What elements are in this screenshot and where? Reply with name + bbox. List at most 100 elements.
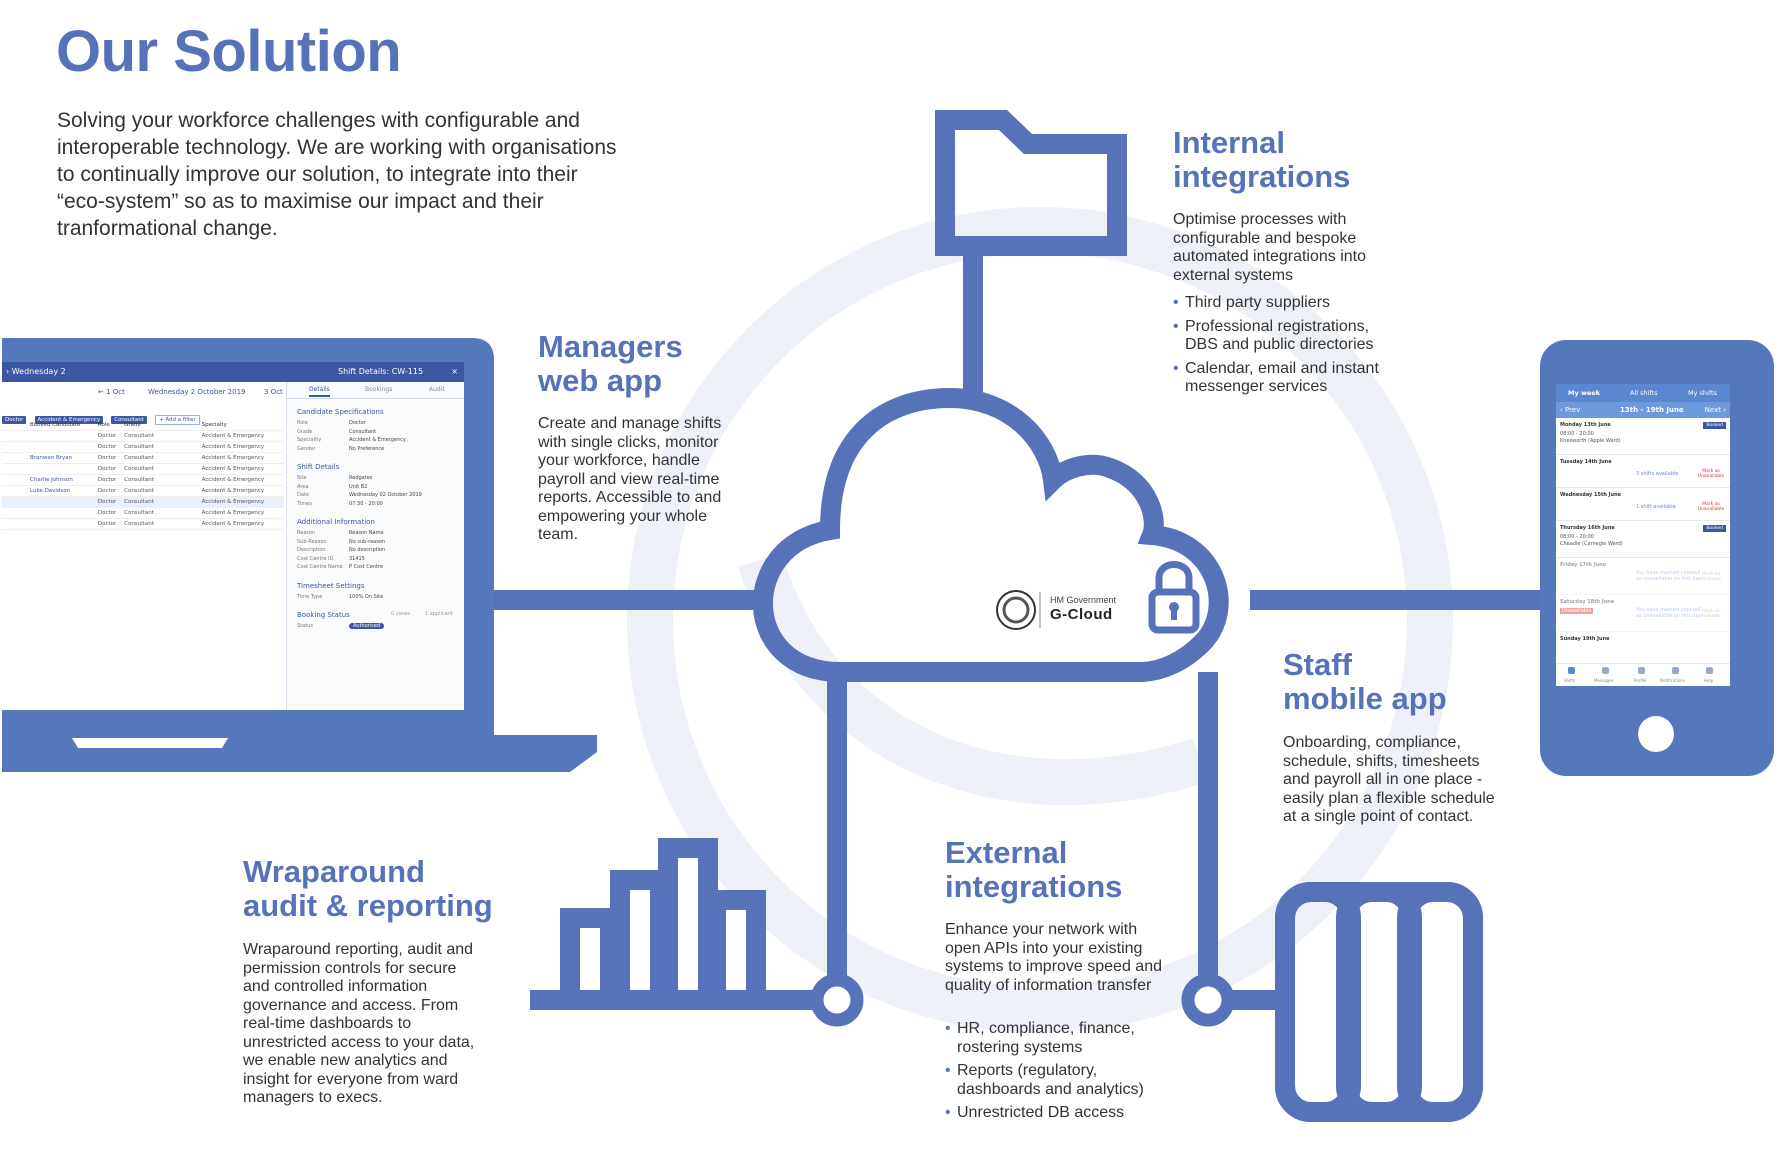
watermark-logo (627, 207, 1453, 1033)
status-badge: Authorised (349, 623, 385, 629)
timesheet-heading: Timesheet Settings (297, 581, 365, 590)
nav-profile[interactable]: Profile (1634, 678, 1647, 683)
internal-bullets: Third party suppliers Professional regis… (1173, 294, 1403, 402)
padlock-icon (1148, 561, 1200, 634)
tab-bookings[interactable]: Bookings (365, 386, 393, 393)
prev-week-link[interactable]: ‹ Prev (1560, 406, 1581, 414)
panel-tabs: Details Bookings Audit (287, 382, 464, 399)
crest-icon (996, 590, 1041, 630)
cloud-icon (753, 387, 1229, 682)
phone-screen: My week All shifts My shifts ‹ Prev 13th… (1556, 384, 1730, 686)
list-item: Professional registrations, DBS and publ… (1173, 318, 1403, 355)
tab-all-shifts[interactable]: All shifts (1630, 389, 1658, 397)
list-item: HR, compliance, finance, rostering syste… (945, 1020, 1175, 1057)
current-date: Wednesday 2 October 2019 (148, 388, 246, 396)
staff-title: Staff mobile app (1283, 647, 1447, 716)
date-nav: ← 1 Oct Wednesday 2 October 2019 3 Oct (2, 388, 284, 402)
staff-body: Onboarding, compliance, schedule, shifts… (1283, 734, 1495, 825)
list-item: Third party suppliers (1173, 294, 1403, 313)
tab-my-shifts[interactable]: My shifts (1688, 389, 1717, 397)
intro-text: Solving your workforce challenges with c… (57, 109, 617, 240)
panel-title: Shift Details: CW-115 (338, 367, 424, 376)
booked-badge: Booked (1703, 422, 1726, 429)
messages-icon (1602, 667, 1609, 674)
nav-shifts[interactable]: Shifts (1564, 678, 1576, 683)
nav-messages[interactable]: Messages (1594, 678, 1614, 683)
shifts-icon (1568, 667, 1575, 674)
shift-heading: Shift Details (297, 463, 340, 471)
next-week-link[interactable]: Next › (1704, 406, 1726, 414)
node-dot-left (810, 973, 864, 1027)
booked-badge: Booked (1703, 525, 1726, 532)
audit-title: Wraparound audit & reporting (243, 854, 493, 923)
week-range: 13th - 19th June (1620, 406, 1684, 414)
managers-body: Create and manage shifts with single cli… (538, 415, 722, 543)
shifts-table: Booked Candidate Role Grade Specialty Do… (2, 420, 284, 530)
internal-title: Internal integrations (1173, 125, 1351, 194)
gov-label: HM Government (1050, 595, 1117, 605)
profile-icon (1638, 667, 1645, 674)
audit-body: Wraparound reporting, audit and permissi… (243, 941, 475, 1106)
booking-heading: Booking Status 0 views 1 applicant (297, 611, 453, 619)
notifications-icon (1672, 667, 1679, 674)
nav-help[interactable]: Help (1704, 678, 1714, 683)
laptop-topbar: › Wednesday 2 Shift Details: CW-115 × (2, 362, 464, 382)
next-day-link[interactable]: 3 Oct (264, 388, 283, 396)
list-item: Reports (regulatory, dashboards and anal… (945, 1062, 1175, 1099)
bar-chart-icon (560, 838, 766, 1010)
gcloud-label: G-Cloud (1050, 606, 1113, 623)
nav-notifications[interactable]: Notifications (1660, 678, 1686, 683)
list-item: Unrestricted DB access (945, 1104, 1175, 1123)
close-icon[interactable]: × (451, 367, 458, 376)
laptop-screen: › Wednesday 2 Shift Details: CW-115 × ← … (2, 362, 464, 710)
day-row[interactable]: Sunday 19th June (1560, 636, 1610, 642)
internal-body: Optimise processes with configurable and… (1173, 211, 1367, 284)
week-nav: ‹ Prev 13th - 19th June Next › (1556, 402, 1730, 418)
tab-details[interactable]: Details (309, 386, 330, 397)
folder-icon (935, 110, 1127, 256)
tab-my-week[interactable]: My week (1568, 389, 1601, 397)
help-icon (1706, 667, 1713, 674)
tab-audit[interactable]: Audit (429, 386, 445, 393)
candidate-heading: Candidate Specifications (297, 408, 384, 416)
external-bullets: HR, compliance, finance, rostering syste… (945, 1020, 1175, 1128)
phone-tabs: My week All shifts My shifts (1556, 384, 1730, 402)
node-dot-right (1181, 973, 1235, 1027)
prev-day-link[interactable]: ← 1 Oct (98, 388, 125, 396)
table-header-row: Booked Candidate Role Grade Specialty (2, 420, 284, 431)
database-icon (1275, 882, 1483, 1122)
external-title: External integrations (945, 835, 1123, 904)
managers-title: Managers web app (538, 329, 683, 398)
shift-details-panel: Details Bookings Audit Candidate Specifi… (286, 382, 464, 710)
